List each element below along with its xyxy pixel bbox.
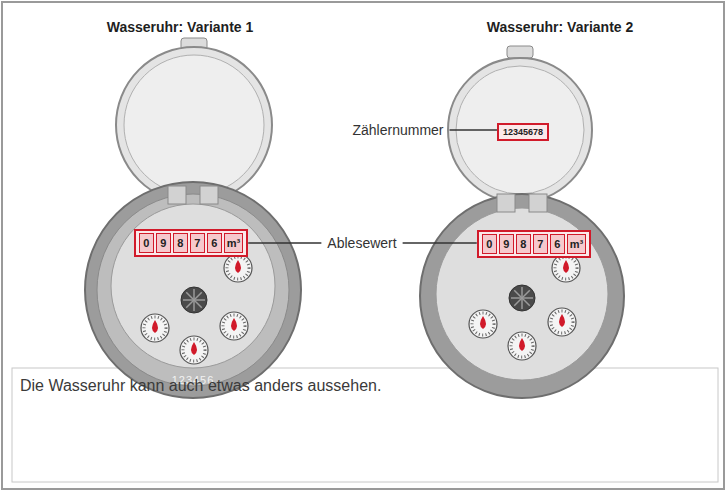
counter-digit: 7 [190, 233, 205, 253]
callout-label: Ablesewert [325, 235, 398, 251]
dial-face [224, 254, 252, 282]
dial-pointer [519, 338, 525, 351]
dial [141, 314, 169, 342]
dial-ticks [511, 335, 533, 357]
dial [180, 336, 208, 364]
dial-face [180, 336, 208, 364]
dial-group [141, 254, 580, 364]
star-spoke [514, 298, 522, 306]
dial [552, 254, 580, 282]
dial-face [552, 254, 580, 282]
dial-pointer [191, 342, 197, 355]
counter-digit: 8 [516, 234, 531, 254]
counter-digit: 0 [139, 233, 154, 253]
variant-title: Wasseruhr: Variante 1 [107, 19, 254, 35]
dial-ticks [555, 257, 577, 279]
counter-digit: m³ [567, 234, 586, 254]
counter-digit: 7 [533, 234, 548, 254]
flow-star [509, 285, 535, 311]
star-wheel [509, 285, 535, 311]
water-meter-right [420, 46, 624, 398]
leader-line [248, 242, 321, 243]
star-spoke [194, 299, 205, 301]
dial-face [469, 310, 497, 338]
star-spoke [183, 299, 194, 301]
star-spoke [514, 290, 522, 298]
dial [220, 312, 248, 340]
meter-number-box: 12345678 [497, 123, 549, 141]
dial [548, 308, 576, 336]
dial-ticks [183, 339, 205, 361]
dial-pointer [231, 318, 237, 331]
star-spoke [193, 289, 195, 300]
counter-digit: 9 [499, 234, 514, 254]
dial-face [508, 332, 536, 360]
water-meter-left [85, 38, 301, 398]
counter-digit: 9 [156, 233, 171, 253]
counter-digit: 0 [482, 234, 497, 254]
leader-line [450, 129, 497, 130]
dial-pointer [152, 320, 158, 333]
star-spoke [521, 287, 523, 298]
callout-label: Zählernummer [350, 122, 445, 138]
dial-ticks [472, 313, 494, 335]
star-spoke [521, 298, 523, 309]
dial-pointer [559, 314, 565, 327]
dial-pointer [480, 316, 486, 329]
star-spoke [194, 300, 202, 308]
dial-face [548, 308, 576, 336]
variant-title: Wasseruhr: Variante 2 [487, 19, 634, 35]
star-spoke [193, 300, 195, 311]
star-spoke [511, 297, 522, 299]
dial [224, 254, 252, 282]
dial-ticks [223, 315, 245, 337]
meter-number: 12345678 [500, 126, 546, 138]
caption-panel [12, 368, 718, 482]
reading-display: 09876m³ [134, 229, 248, 257]
star-spoke [522, 297, 533, 299]
star-wheel [181, 287, 207, 313]
counter-digit: 6 [550, 234, 565, 254]
counter-digit: 6 [207, 233, 222, 253]
caption: Die Wasseruhr kann auch etwas anders aus… [20, 377, 381, 395]
dial-ticks [551, 311, 573, 333]
counter-digit: 8 [173, 233, 188, 253]
leader-line [403, 242, 477, 243]
star-spoke [522, 290, 530, 298]
dial-ticks [144, 317, 166, 339]
reading-display: 09876m³ [477, 230, 591, 258]
dial [469, 310, 497, 338]
dial-pointer [235, 260, 241, 273]
leader-group [248, 130, 497, 243]
dial-pointer [563, 260, 569, 273]
star-spoke [186, 300, 194, 308]
dial-face [141, 314, 169, 342]
flow-star [181, 287, 207, 313]
dial [508, 332, 536, 360]
star-spoke [186, 292, 194, 300]
star-spoke [522, 298, 530, 306]
counter-digit: m³ [224, 233, 243, 253]
dial-ticks [227, 257, 249, 279]
dial-face [220, 312, 248, 340]
star-spoke [194, 292, 202, 300]
